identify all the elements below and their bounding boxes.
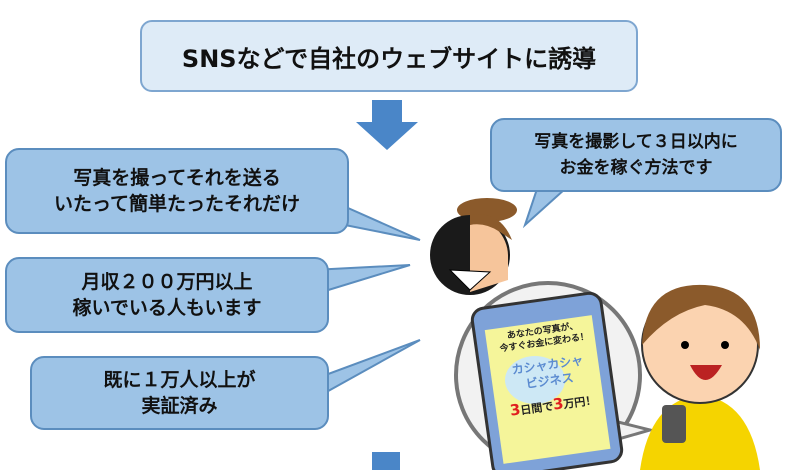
bubble-text: 実証済み: [141, 395, 218, 417]
phone-thought-bubble: [454, 281, 656, 470]
bubble-text: お金を稼ぐ方法です: [559, 158, 713, 178]
down-arrow-bottom-icon: [372, 452, 400, 470]
bubble-text: 写真を撮ってそれを送る: [73, 167, 281, 189]
two-faced-character: [430, 198, 517, 295]
bubble-text: 稼いでいる人もいます: [72, 297, 262, 319]
phone-screen: あなたの写真が、 今すぐお金に変わる！ カシャカシャ ビジネス 3日間で3万円！: [487, 318, 608, 420]
girl-character: [640, 284, 760, 470]
speech-bubble-1: 写真を撮ってそれを送る いたって簡単たったそれだけ: [5, 148, 349, 234]
bubble-text: いたって簡単たったそれだけ: [53, 193, 301, 215]
speech-bubble-2: 月収２００万円以上 稼いでいる人もいます: [5, 257, 329, 333]
bubble-text: 既に１万人以上が: [103, 369, 256, 391]
header-box: SNSなどで自社のウェブサイトに誘導: [140, 20, 638, 92]
phone-logo: カシャカシャ ビジネス: [492, 349, 605, 396]
speech-bubble-right: 写真を撮影して３日以内に お金を稼ぐ方法です: [490, 118, 782, 192]
bubble-text: 写真を撮影して３日以内に: [534, 132, 738, 152]
down-arrow-icon: [356, 100, 418, 150]
bubble-text: 月収２００万円以上: [81, 271, 253, 293]
header-text: SNSなどで自社のウェブサイトに誘導: [181, 44, 597, 73]
speech-bubble-3: 既に１万人以上が 実証済み: [30, 356, 329, 430]
